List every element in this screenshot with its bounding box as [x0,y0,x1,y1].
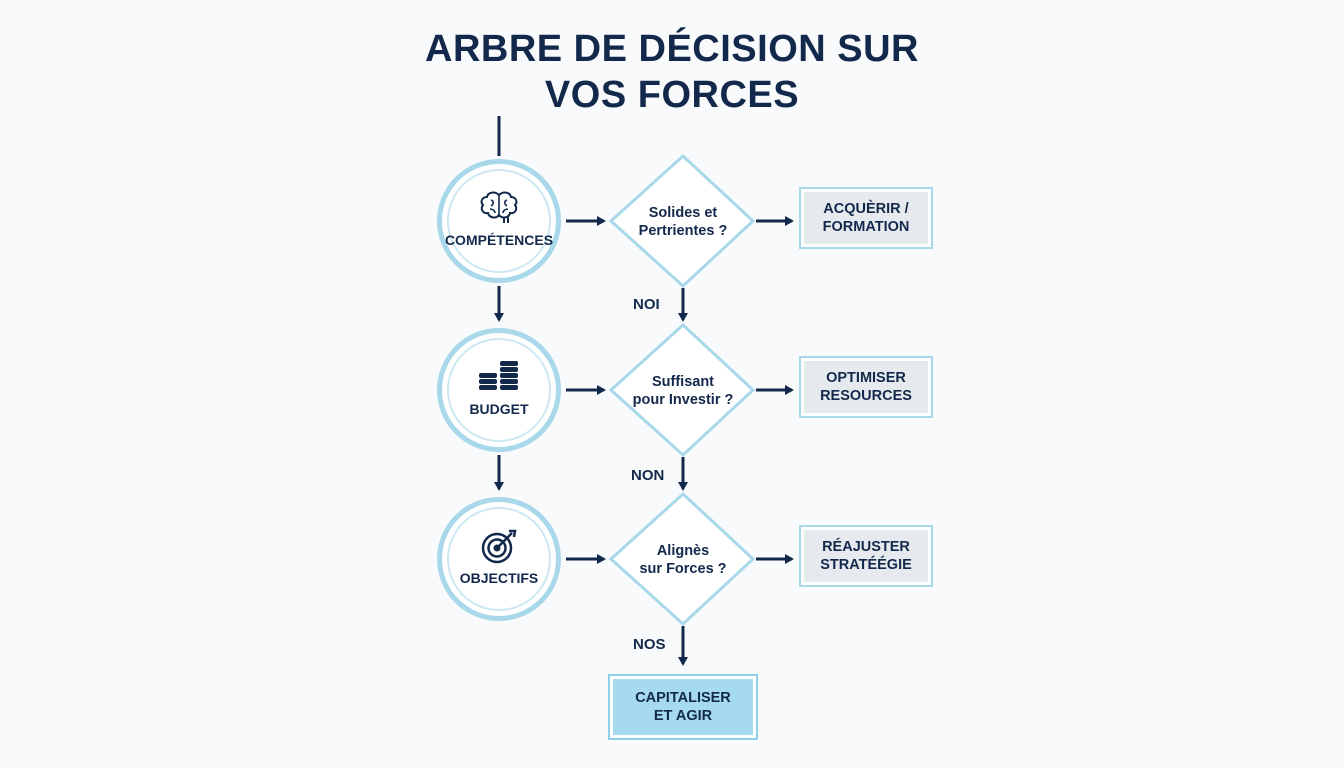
diagram-title: ARBRE DE DÉCISION SUR VOS FORCES [372,26,972,118]
action-line: OPTIMISER [826,370,906,386]
action-box-reajuster: RÉAJUSTER STRATÉÉGIE [799,525,933,587]
question-line: pour Investir ? [632,392,734,408]
node-competences: COMPÉTENCES [437,159,561,283]
action-line: RESOURCES [820,388,912,404]
action-line: FORMATION [822,219,910,235]
node-label-competences: COMPÉTENCES [444,232,554,248]
brain-icon [478,190,520,229]
action-box-acquerir: ACQUÈRIR / FORMATION [799,187,933,249]
final-box-capitaliser: CAPITALISER ET AGIR [608,674,758,740]
edge-label-nos: NOS [633,636,666,653]
decision-diamond-competences [608,153,756,289]
node-label-objectifs: OBJECTIFS [459,570,539,586]
question-line: Alignès [656,543,710,559]
question-line: Pertrientes ? [638,223,728,239]
action-box-optimiser: OPTIMISER RESOURCES [799,356,933,418]
question-competences: Solides et Pertrientes ? [618,204,748,240]
final-line: CAPITALISER [635,690,731,706]
question-objectifs: Alignès sur Forces ? [618,542,748,578]
question-line: sur Forces ? [639,561,727,577]
action-line: RÉAJUSTER [822,539,910,555]
node-budget: BUDGET [437,328,561,452]
node-label-budget: BUDGET [469,401,529,417]
final-line: ET AGIR [653,708,713,724]
decision-diamond-budget [608,322,756,458]
target-icon [479,528,519,569]
action-line: ACQUÈRIR / [823,201,909,217]
coins-stack-icon [477,359,521,398]
node-objectifs: OBJECTIFS [437,497,561,621]
question-line: Suffisant [651,374,715,390]
title-line-1: ARBRE DE DÉCISION SUR [425,28,919,70]
decision-diamond-objectifs [608,491,756,627]
edge-label-noi: NOI [633,296,660,313]
action-line: STRATÉÉGIE [820,557,912,573]
question-line: Solides et [648,205,718,221]
edge-label-non: NON [631,467,665,484]
title-line-2: VOS FORCES [544,74,800,116]
question-budget: Suffisant pour Investir ? [618,373,748,409]
